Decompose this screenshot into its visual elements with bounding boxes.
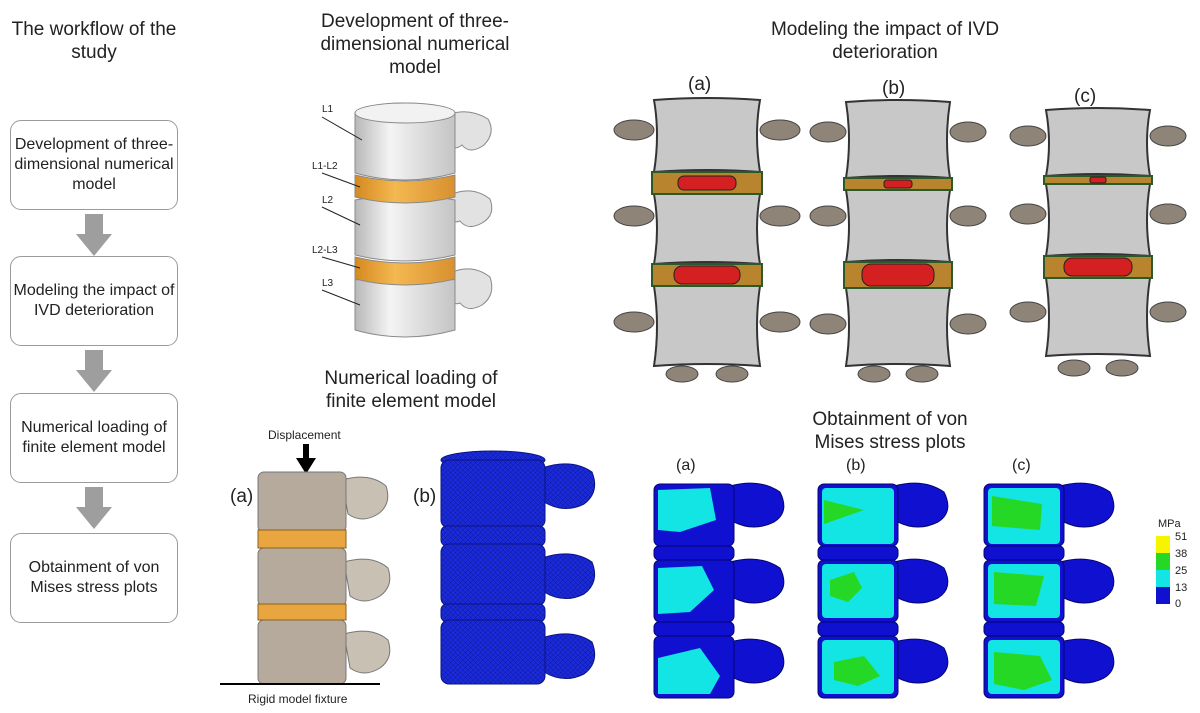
legend-swatch-yellow (1156, 536, 1170, 553)
legend-tick: 0 (1175, 598, 1182, 610)
vertebra-label: L3 (322, 278, 334, 289)
spine-loaded-model (257, 471, 391, 685)
workflow-step-1-label: Development of three-dimensional numeric… (14, 136, 174, 193)
displacement-label: Displacement (268, 428, 341, 442)
stress-case-label-b: (b) (846, 457, 866, 474)
stress-case-label-c: (c) (1012, 457, 1031, 474)
workflow-step-4: Obtainment of von Mises stress plots (10, 533, 178, 623)
ivd-case-label-c: (c) (1074, 86, 1097, 107)
vertebra-label: L1 (322, 104, 334, 115)
stress-plot-c (983, 482, 1115, 699)
legend-tick: 25 (1175, 565, 1188, 577)
ivd-section-b (809, 99, 987, 383)
stress-legend (1156, 536, 1170, 604)
loading-case-label-b: (b) (413, 486, 437, 507)
workflow-step-3: Numerical loading of finite element mode… (10, 393, 178, 483)
fixture-line (220, 683, 380, 685)
loading-panel-title: Numerical loading of finite element mode… (324, 368, 498, 412)
legend-swatch-cyan (1156, 570, 1170, 587)
legend-unit: MPa (1158, 518, 1181, 530)
legend-swatch-green (1156, 553, 1170, 570)
ivd-case-label-a: (a) (688, 74, 712, 95)
workflow-step-4-label: Obtainment of von Mises stress plots (28, 559, 160, 596)
fixture-label: Rigid model fixture (248, 692, 348, 706)
loading-case-label-a: (a) (230, 486, 254, 507)
spine-mesh-model (440, 450, 596, 685)
spine-3d-model: L1 L1-L2 L2 L2-L3 L3 (312, 102, 493, 338)
ivd-case-label-b: (b) (882, 78, 906, 99)
arrow-down-icon (296, 444, 316, 474)
legend-swatch-blue (1156, 587, 1170, 604)
ivd-section-a (613, 97, 801, 383)
stress-panel-title: Obtainment of von Mises stress plots (812, 409, 968, 453)
legend-tick: 51 (1175, 531, 1188, 543)
legend-tick: 38 (1175, 548, 1188, 560)
model-panel-title: Development of three-dimensional numeric… (320, 11, 510, 78)
workflow-step-2: Modeling the impact of IVD deterioration (10, 256, 178, 346)
vertebra-label: L2 (322, 195, 334, 206)
stress-case-label-a: (a) (676, 457, 696, 474)
ivd-section-c (1009, 107, 1187, 377)
stress-plot-a (653, 482, 785, 699)
workflow-step-1: Development of three-dimensional numeric… (10, 120, 178, 210)
workflow-step-2-label: Modeling the impact of IVD deterioration (13, 282, 175, 319)
arrow-down-icon (76, 487, 112, 529)
vertebra-label: L1-L2 (312, 161, 338, 172)
ivd-panel-title: Modeling the impact of IVD deterioration (770, 19, 1000, 63)
workflow-title: The workflow of the study (11, 19, 177, 63)
arrow-down-icon (76, 214, 112, 256)
workflow-step-3-label: Numerical loading of finite element mode… (21, 419, 167, 456)
stress-plot-b (817, 482, 949, 699)
vertebra-label: L2-L3 (312, 245, 338, 256)
legend-tick: 13 (1175, 582, 1188, 594)
arrow-down-icon (76, 350, 112, 392)
